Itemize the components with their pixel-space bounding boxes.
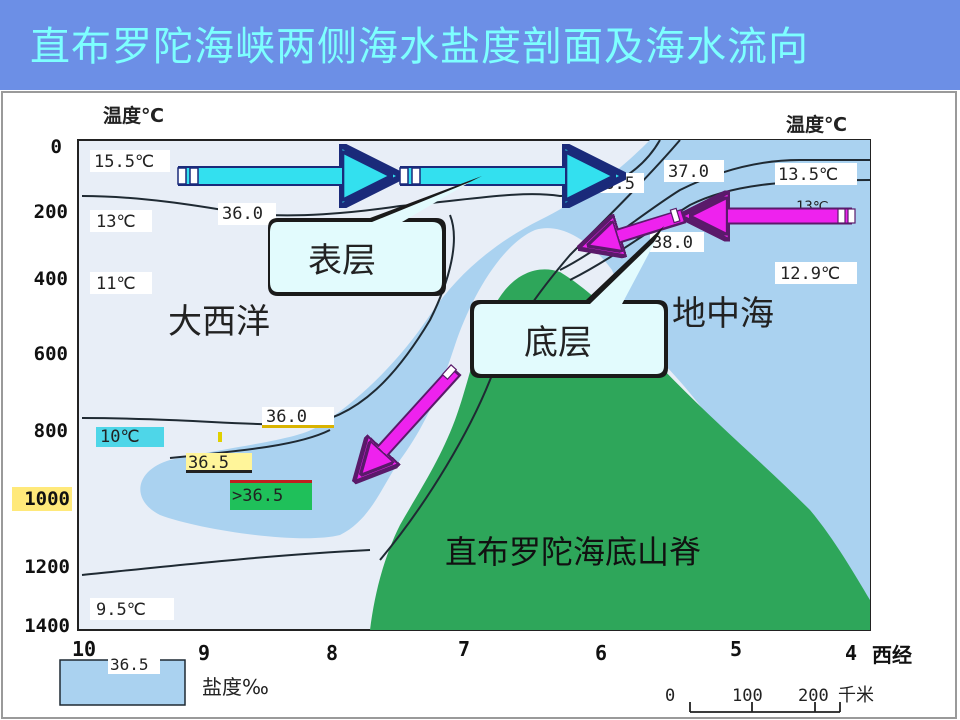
lon-tick: 6 [595, 641, 607, 665]
slide-title: 直布罗陀海峡两侧海水盐度剖面及海水流向 [30, 24, 809, 70]
bottom-layer-label: 底层 [524, 323, 592, 363]
temperature-labels: 15.5℃ 13℃ 11℃ 10℃ 9.5℃ 13.5℃ 12.9℃ 13℃ [90, 150, 857, 620]
scale-bar: 0 100 200 千米 [665, 685, 874, 713]
scale-tick-0: 0 [665, 686, 675, 706]
lon-tick: 4 [845, 641, 857, 665]
salinity-label: 37.0 [668, 162, 709, 182]
depth-tick: 200 [34, 201, 68, 223]
depth-tick: 1400 [24, 615, 70, 637]
lon-tick: 7 [458, 637, 470, 661]
salinity-label: 38.0 [652, 233, 693, 253]
surface-current-arrows [177, 168, 575, 184]
scale-tick-100: 100 [732, 686, 763, 706]
surface-layer-label: 表层 [308, 241, 376, 281]
lon-tick: 5 [730, 637, 742, 661]
ridge-label: 直布罗陀海底山脊 [445, 533, 701, 571]
depth-axis: 0 200 400 600 800 1000 1200 1400 [12, 136, 72, 637]
depth-tick: 600 [34, 343, 68, 365]
x-axis-unit: 西经 [872, 643, 912, 667]
salinity-label: 36.5 [188, 453, 229, 473]
temp-label: 9.5℃ [96, 600, 146, 620]
atlantic-label: 大西洋 [168, 302, 270, 342]
depth-tick: 1000 [24, 488, 70, 510]
depth-tick: 1200 [24, 556, 70, 578]
longitude-axis: 10 9 8 7 6 5 4 西经 [72, 637, 912, 667]
temp-label: 15.5℃ [94, 152, 154, 172]
scale-unit: 千米 [838, 685, 874, 706]
lon-tick: 10 [72, 637, 96, 661]
mediterranean-label: 地中海 [672, 294, 774, 334]
legend: 36.5 盐度‰ [59, 654, 269, 706]
depth-tick: 400 [34, 268, 68, 290]
temp-label: 13.5℃ [778, 165, 838, 185]
temp-label: 10℃ [100, 427, 140, 447]
temp-label: 11℃ [96, 274, 136, 294]
callout-bottom-layer: 底层 [470, 226, 668, 378]
depth-tick: 0 [51, 136, 62, 158]
salinity-label: 36.0 [222, 204, 263, 224]
legend-label: 盐度‰ [202, 675, 269, 699]
salinity-label: 36.0 [266, 407, 307, 427]
strait-profile-diagram: 36.5 盐度‰ 0 100 200 千米 温度℃ 温度℃ 0 200 400 … [1, 91, 957, 719]
temp-label: 13℃ [96, 212, 136, 232]
temp-unit-right: 温度℃ [786, 113, 847, 136]
lon-tick: 8 [326, 641, 338, 665]
scale-tick-200: 200 [798, 686, 829, 706]
depth-tick: 800 [34, 420, 68, 442]
saline-water-region [140, 140, 870, 630]
legend-value: 36.5 [110, 655, 149, 674]
bottom-current-arrows [378, 208, 856, 456]
salinity-label: >36.5 [232, 486, 283, 506]
salinity-label: 36.5 [594, 174, 635, 194]
lon-tick: 9 [198, 641, 210, 665]
temp-label: 12.9℃ [780, 264, 840, 284]
temp-unit-left: 温度℃ [103, 104, 164, 127]
callout-surface-layer: 表层 [268, 176, 482, 296]
title-bar: 直布罗陀海峡两侧海水盐度剖面及海水流向 [0, 0, 960, 90]
